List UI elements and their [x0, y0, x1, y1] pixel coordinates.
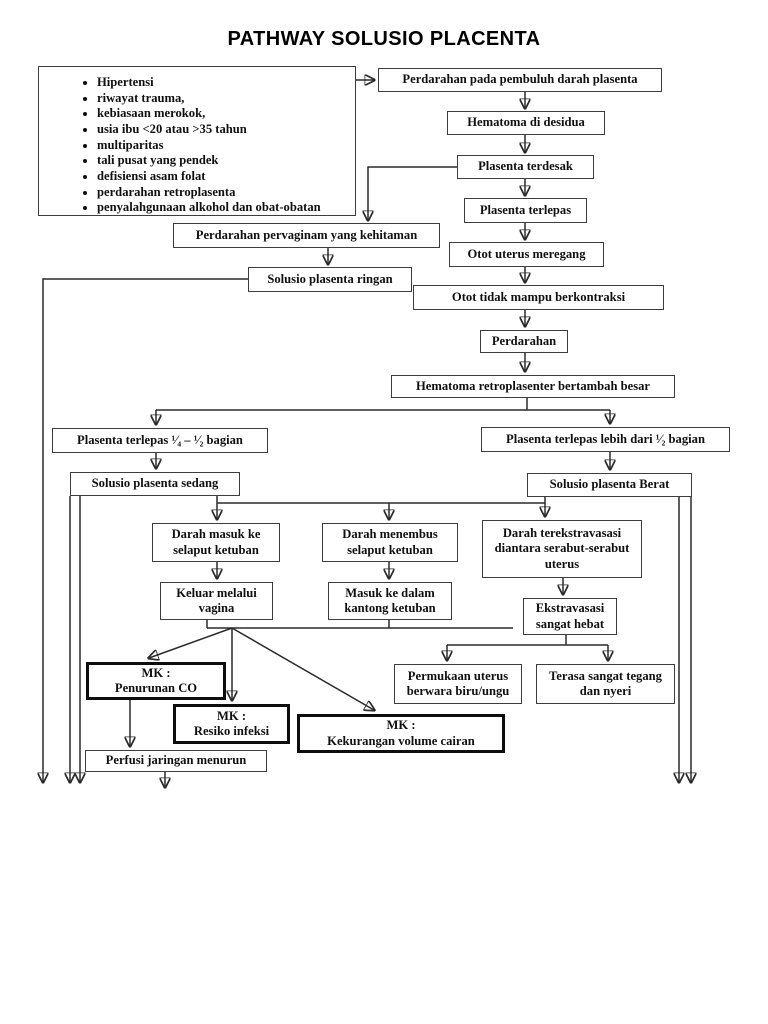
node-hematoma-retroplasenter: Hematoma retroplasenter bertambah besar	[391, 375, 675, 398]
node-darah-masuk: Darah masuk ke selaput ketuban	[152, 523, 280, 562]
node-mk-penurunan-co: MK : Penurunan CO	[86, 662, 226, 700]
mk-diagnosis: Kekurangan volume cairan	[327, 733, 475, 748]
node-solusio-sedang: Solusio plasenta sedang	[70, 472, 240, 496]
risk-factor-item: perdarahan retroplasenta	[97, 185, 355, 201]
risk-factor-item: usia ibu <20 atau >35 tahun	[97, 122, 355, 138]
node-otot-tidak-mampu: Otot tidak mampu berkontraksi	[413, 285, 664, 310]
risk-factor-item: Hipertensi	[97, 75, 355, 91]
node-perdarahan-pervaginam: Perdarahan pervaginam yang kehitaman	[173, 223, 440, 248]
risk-factor-item: defisiensi asam folat	[97, 169, 355, 185]
node-permukaan-uterus: Permukaan uterus berwara biru/ungu	[394, 664, 522, 704]
node-solusio-ringan: Solusio plasenta ringan	[248, 267, 412, 292]
risk-factor-item: penyalahgunaan alkohol dan obat-obatan	[97, 200, 355, 216]
node-hematoma-desidua: Hematoma di desidua	[447, 111, 605, 135]
node-terasa-tegang: Terasa sangat tegang dan nyeri	[536, 664, 675, 704]
node-terlepas-lebih-dari-setengah: Plasenta terlepas lebih dari ¹⁄₂ bagian	[481, 427, 730, 452]
node-mk-kekurangan-cairan: MK : Kekurangan volume cairan	[297, 714, 505, 753]
node-keluar-vagina: Keluar melalui vagina	[160, 582, 273, 620]
node-darah-menembus: Darah menembus selaput ketuban	[322, 523, 458, 562]
risk-factors-list: Hipertensi riwayat trauma, kebiasaan mer…	[39, 75, 355, 216]
node-terlepas-seperempat: Plasenta terlepas ¹⁄₄ – ¹⁄₂ bagian	[52, 428, 268, 453]
risk-factor-item: multiparitas	[97, 138, 355, 154]
mk-label: MK :	[216, 708, 247, 723]
mk-label: MK :	[141, 665, 171, 680]
risk-factors-box: Hipertensi riwayat trauma, kebiasaan mer…	[38, 66, 356, 216]
node-perdarahan-pembuluh: Perdarahan pada pembuluh darah plasenta	[378, 68, 662, 92]
connector-lines	[43, 80, 691, 787]
node-ekstravasasi-hebat: Ekstravasasi sangat hebat	[523, 598, 617, 635]
page-title: PATHWAY SOLUSIO PLACENTA	[227, 28, 541, 50]
node-masuk-kantong: Masuk ke dalam kantong ketuban	[328, 582, 452, 620]
risk-factor-item: kebiasaan merokok,	[97, 106, 355, 122]
node-plasenta-terlepas: Plasenta terlepas	[464, 198, 587, 223]
node-darah-terekstravasasi: Darah terekstravasasi diantara serabut-s…	[482, 520, 642, 578]
node-mk-resiko-infeksi: MK : Resiko infeksi	[173, 704, 290, 744]
node-perdarahan: Perdarahan	[480, 330, 568, 353]
node-plasenta-terdesak: Plasenta terdesak	[457, 155, 594, 179]
node-otot-meregang: Otot uterus meregang	[449, 242, 604, 267]
node-perfusi-jaringan: Perfusi jaringan menurun	[85, 750, 267, 772]
risk-factor-item: riwayat trauma,	[97, 91, 355, 107]
risk-factor-item: tali pusat yang pendek	[97, 153, 355, 169]
node-solusio-berat: Solusio plasenta Berat	[527, 473, 692, 497]
mk-diagnosis: Penurunan CO	[114, 681, 198, 695]
mk-label: MK :	[386, 718, 416, 733]
mk-diagnosis: Resiko infeksi	[193, 724, 270, 738]
